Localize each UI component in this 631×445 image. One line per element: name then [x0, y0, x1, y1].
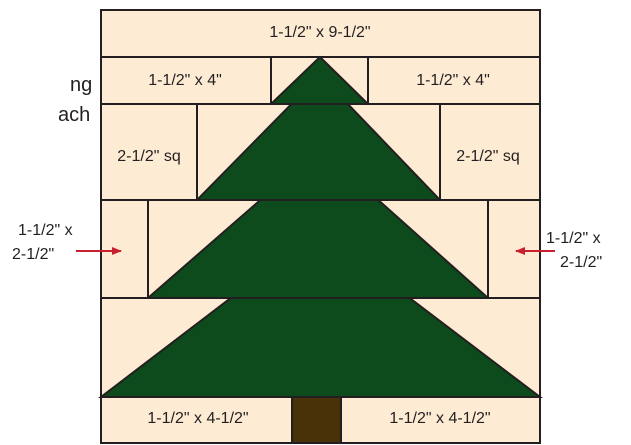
bottom-right-label: 1-1/2" x 4-1/2" — [389, 410, 491, 427]
tree-tier-upper — [194, 73, 443, 201]
row4-right-piece — [487, 199, 541, 299]
row2-left-piece — [100, 56, 272, 105]
row4-left-piece — [100, 199, 149, 299]
row2-right-piece — [367, 56, 541, 105]
row2-right-label: 1-1/2" x 4" — [416, 72, 490, 89]
side-right-label-line1: 1-1/2" x — [546, 230, 601, 247]
top-strip-piece — [100, 9, 541, 58]
side-left-label-line2: 2-1/2" — [12, 246, 55, 263]
tree-tier-middle — [145, 146, 491, 299]
cut-text-line2: ach — [58, 104, 91, 126]
tree-tier-top — [268, 55, 371, 105]
tree-trunk — [291, 396, 342, 444]
side-right-label-line2: 2-1/2" — [560, 254, 603, 271]
bottom-left-piece — [100, 396, 293, 444]
tree — [98, 55, 543, 398]
bottom-right-piece — [340, 396, 541, 444]
row3-right-label: 2-1/2" sq — [456, 148, 520, 165]
side-left-label-line1: 1-1/2" x — [18, 222, 73, 239]
cut-text-line1: ng — [70, 74, 93, 96]
bottom-left-label: 1-1/2" x 4-1/2" — [147, 410, 249, 427]
row2-left-label: 1-1/2" x 4" — [148, 72, 222, 89]
top-strip-label: 1-1/2" x 9-1/2" — [269, 24, 371, 41]
row3-left-label: 2-1/2" sq — [117, 148, 181, 165]
